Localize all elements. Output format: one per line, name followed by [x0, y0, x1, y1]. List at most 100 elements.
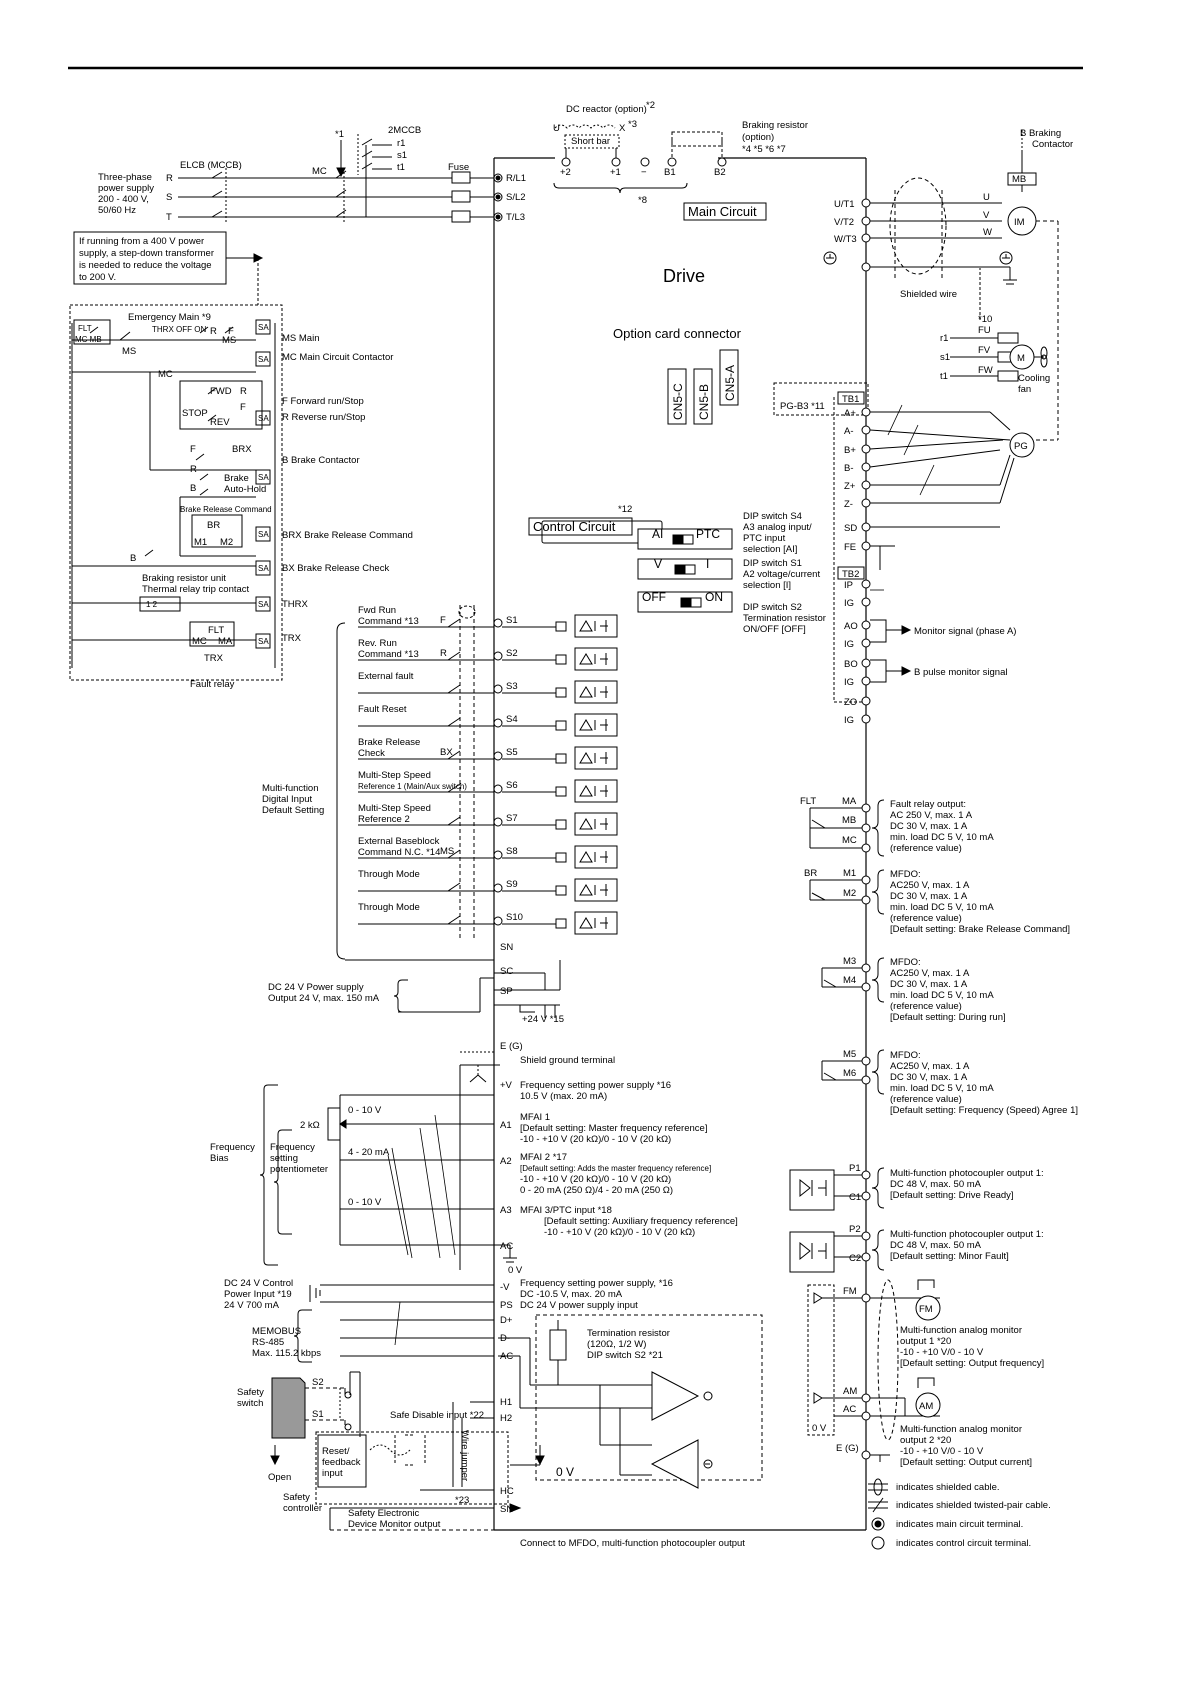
- input-terminal: S3: [506, 681, 518, 692]
- connector-cn5c: CN5-C: [671, 383, 685, 420]
- seq-m1: M1: [194, 537, 207, 548]
- input-label-1: Fault Reset: [358, 704, 407, 715]
- monitor-a-label: Monitor signal (phase A): [914, 626, 1016, 637]
- dc-reactor-label: DC reactor (option): [566, 104, 647, 115]
- fr-4: min. load DC 5 V, 10 mA: [890, 832, 994, 843]
- input-contact: [448, 619, 460, 627]
- term-m3: M3: [843, 956, 856, 967]
- opto-symbol: [580, 686, 608, 698]
- sa-5: SA: [258, 530, 269, 539]
- b-braking-label: B Braking: [1020, 128, 1061, 139]
- tb2-terminal: IG: [844, 715, 854, 726]
- pg-terminal: Z-: [844, 499, 853, 510]
- note-2: supply, a step-down transformer: [79, 248, 214, 259]
- input-contact: [448, 751, 460, 759]
- seq-f: F: [228, 326, 234, 337]
- fm-1: Multi-function analog monitor: [900, 1325, 1022, 1336]
- am-2: output 2 *20: [900, 1435, 951, 1446]
- term-ac-2: AC: [500, 1351, 513, 1362]
- legend-1: indicates shielded cable.: [896, 1482, 1000, 1493]
- legend-symbols: [868, 1478, 888, 1549]
- sa-1: SA: [258, 323, 269, 332]
- sa-2: SA: [258, 355, 269, 364]
- s1-1: DIP switch S1: [743, 558, 802, 569]
- drive-title: Drive: [663, 266, 705, 286]
- seq-b-2: B: [130, 553, 136, 564]
- m34-4: min. load DC 5 V, 10 mA: [890, 990, 994, 1001]
- input-label-1: Through Mode: [358, 869, 420, 880]
- analog-monitor-outputs: [808, 1279, 940, 1462]
- seq-r-3: R: [190, 464, 197, 475]
- term-nv: -V: [500, 1282, 510, 1293]
- a3-2: [Default setting: Auxiliary frequency re…: [544, 1216, 738, 1227]
- x-label: X: [619, 123, 626, 134]
- safety-1: Safety: [237, 1387, 264, 1398]
- coil-f: F Forward run/Stop: [282, 396, 364, 407]
- p1-1: Multi-function photocoupler output 1:: [890, 1168, 1044, 1179]
- term-res-2: (120Ω, 1/2 W): [587, 1339, 646, 1350]
- fr-5: (reference value): [890, 843, 962, 854]
- s1-2: A2 voltage/current: [743, 569, 820, 580]
- sa-6: SA: [258, 564, 269, 573]
- fr-3: DC 30 V, max. 1 A: [890, 821, 968, 832]
- seq-trx: TRX: [204, 653, 224, 664]
- tb2-terminal: AO: [844, 621, 858, 632]
- motor-u: U: [983, 192, 990, 203]
- am-4: [Default setting: Output current]: [900, 1457, 1032, 1468]
- sc-1: Safety: [283, 1492, 310, 1503]
- dcc-3: 24 V 700 mA: [224, 1300, 280, 1311]
- p1-3: [Default setting: Drive Ready]: [890, 1190, 1014, 1201]
- fr-2: AC 250 V, max. 1 A: [890, 810, 973, 821]
- sa-3: SA: [258, 414, 269, 423]
- fm-4: [Default setting: Output frequency]: [900, 1358, 1044, 1369]
- term-dm: D-: [500, 1333, 510, 1344]
- fan-motor-m: M: [1017, 353, 1025, 364]
- term-m6: M6: [843, 1068, 856, 1079]
- tb2-terminal: IG: [844, 639, 854, 650]
- s4-4: selection [AI]: [743, 544, 797, 555]
- coil-b: B Brake Contactor: [282, 455, 360, 466]
- input-resistor: [556, 853, 566, 862]
- coil-r: R Reverse run/Stop: [282, 412, 365, 423]
- opto-coupler: [575, 648, 617, 670]
- s2-1: DIP switch S2: [743, 602, 802, 613]
- seq-br: BR: [207, 520, 220, 531]
- p2-2: DC 48 V, max. 50 mA: [890, 1240, 982, 1251]
- bias-label: Bias: [210, 1153, 229, 1164]
- safety-section: [271, 1372, 520, 1530]
- input-terminal: S7: [506, 813, 518, 824]
- input-label-1: Through Mode: [358, 902, 420, 913]
- term-minus: −: [641, 167, 647, 178]
- kbps-label: Max. 115.2 kbps: [252, 1348, 321, 1359]
- tb1-label: TB1: [842, 394, 859, 405]
- shielded-wire-label: Shielded wire: [900, 289, 957, 300]
- supply-4: 50/60 Hz: [98, 205, 136, 216]
- term-sn: SN: [500, 942, 513, 953]
- input-resistor: [556, 622, 566, 631]
- stars-4567: *4 *5 *6 *7: [742, 144, 786, 155]
- input-signal: MS: [440, 846, 454, 857]
- relay-outputs: [790, 800, 884, 1272]
- term-a3: A3: [500, 1205, 512, 1216]
- ma420-label: 4 - 20 mA: [348, 1147, 390, 1158]
- input-resistor: [556, 655, 566, 664]
- tb2-terminal: IG: [844, 598, 854, 609]
- term-c1: C1: [849, 1192, 861, 1203]
- term-p1: +1: [610, 167, 621, 178]
- sdi-label: Safe Disable input *22: [390, 1410, 484, 1421]
- main-circuit-title: Main Circuit: [688, 204, 757, 219]
- connector-cn5b: CN5-B: [697, 384, 711, 420]
- term-hc: HC: [500, 1486, 514, 1497]
- input-terminal: S1: [506, 615, 518, 626]
- term-eg-2: E (G): [836, 1443, 859, 1454]
- m12-4: min. load DC 5 V, 10 mA: [890, 902, 994, 913]
- cooling-fan: [950, 333, 1048, 381]
- term-mb: MB: [842, 815, 856, 826]
- s4-1: DIP switch S4: [743, 511, 802, 522]
- u-label: U: [553, 123, 560, 134]
- opto-coupler: [575, 879, 617, 901]
